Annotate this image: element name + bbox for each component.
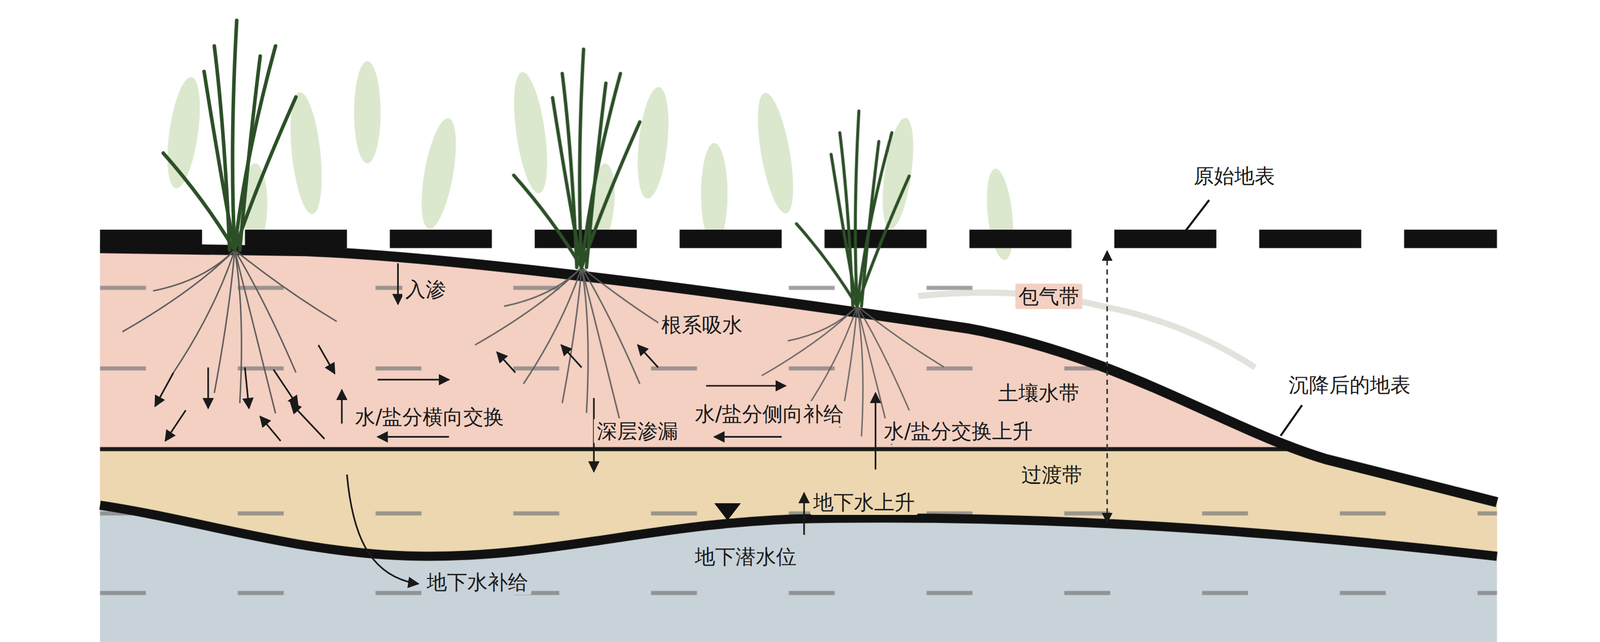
zone-label: 入渗 [402,276,450,302]
zone-label: 深层渗漏 [593,418,682,444]
zone-label: 地下潜水位 [691,543,800,569]
zone-label: 地下水补给 [423,568,532,595]
zone-label: 包气带 [1015,283,1083,309]
zone-label: 水/盐分横向交换 [352,403,507,430]
zone-label: 根系吸水 [658,311,746,338]
zone-label: 水/盐分交换上升 [880,418,1036,444]
zone-label: 过渡带 [1018,461,1086,488]
zone-label: 土壤水带 [995,379,1083,406]
zone-label: 水/盐分侧向补给 [691,400,847,427]
zone-label: 原始地表 [1190,163,1278,189]
zone-label: 地下水上升 [810,489,918,515]
zone-label: 沉降后的地表 [1285,371,1414,398]
